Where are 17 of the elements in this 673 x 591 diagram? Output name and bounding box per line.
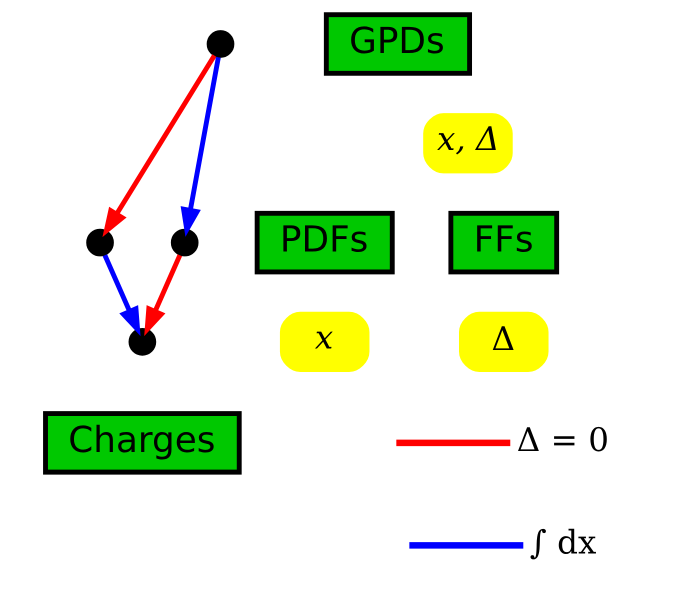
node-circle: [128, 328, 156, 356]
arrow: [102, 54, 216, 238]
node-circle: [86, 228, 114, 256]
arrow: [102, 254, 141, 336]
node-box: x, Δ: [423, 113, 513, 174]
node-box: Δ: [459, 312, 549, 372]
arrow: [144, 254, 182, 336]
node-box: FFs: [448, 210, 560, 274]
node-box: PDFs: [254, 210, 395, 274]
legend-label: Δ = 0: [516, 420, 609, 459]
legend-label: ∫ dx: [530, 524, 596, 562]
node-box: Charges: [43, 411, 242, 475]
node-circle: [170, 228, 199, 256]
arrow: [180, 56, 221, 237]
node-box: GPDs: [324, 12, 472, 76]
node-circle: [206, 30, 234, 58]
node-box: x: [280, 312, 370, 372]
